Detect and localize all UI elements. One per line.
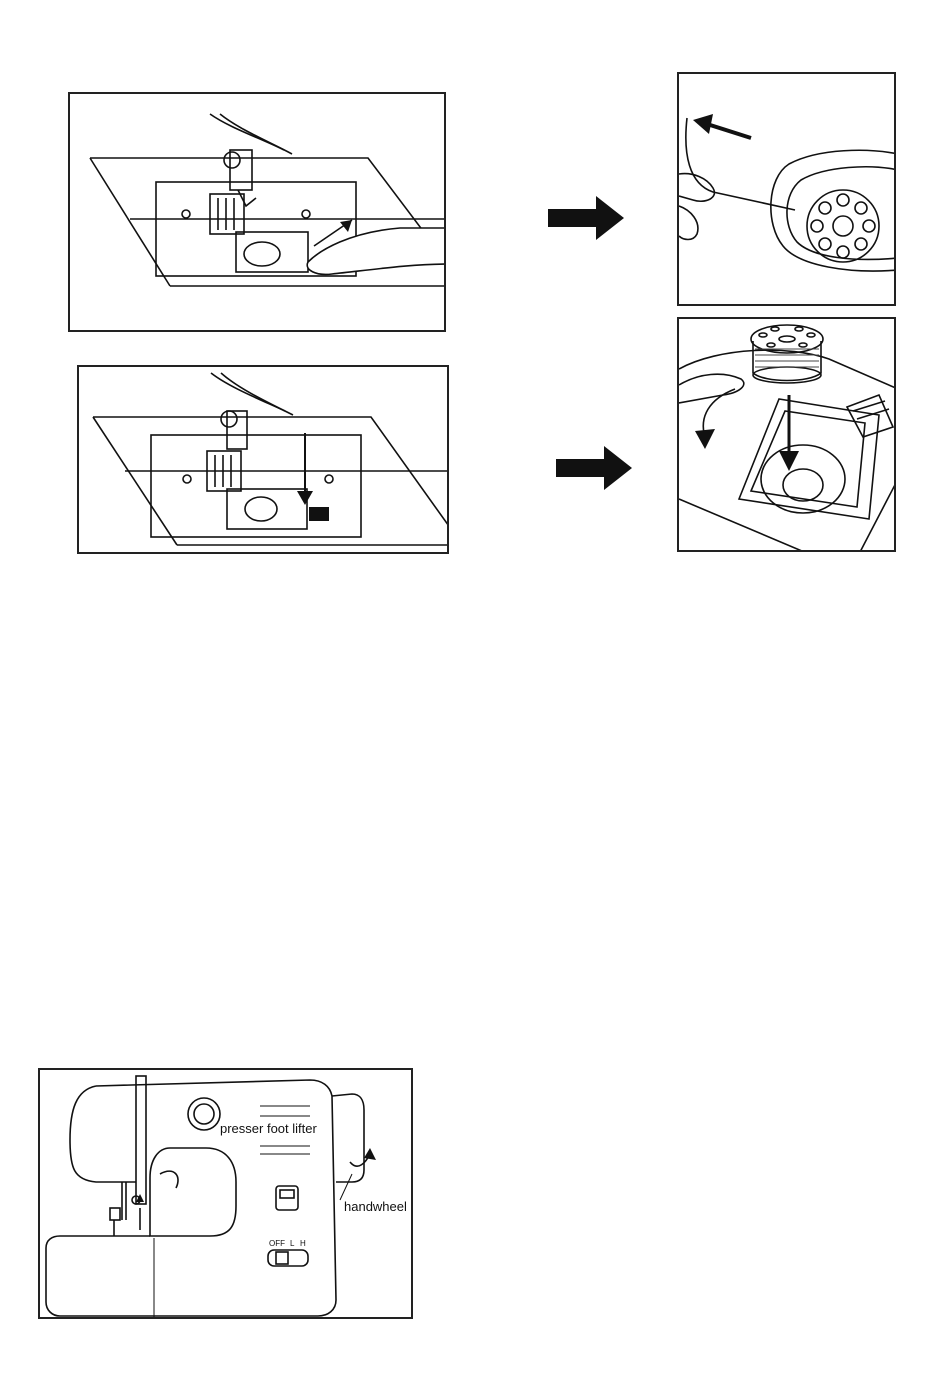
figure-insert-bobbin [677,317,896,552]
figure-remove-bobbin-cover [68,92,446,332]
figure-close-bobbin-cover [77,365,449,554]
drop-bobbin-icon [679,319,896,552]
handwheel-label: handwheel [344,1200,407,1213]
switch-high-label: H [300,1240,306,1248]
pull-thread-icon [679,74,896,306]
switch-off-label: OFF [269,1240,285,1248]
figure-sewing-machine: presser foot lifter handwheel OFF L H [38,1068,413,1319]
sewing-machine-icon [40,1070,413,1319]
presser-foot-lifter-label: presser foot lifter [220,1122,317,1135]
slide-plate-cover-icon [70,94,446,332]
push-down-cover-icon [79,367,449,554]
right-arrow-icon [556,446,632,490]
figure-pull-bobbin-thread [677,72,896,306]
switch-low-label: L [290,1240,294,1248]
right-arrow-icon [548,196,624,240]
